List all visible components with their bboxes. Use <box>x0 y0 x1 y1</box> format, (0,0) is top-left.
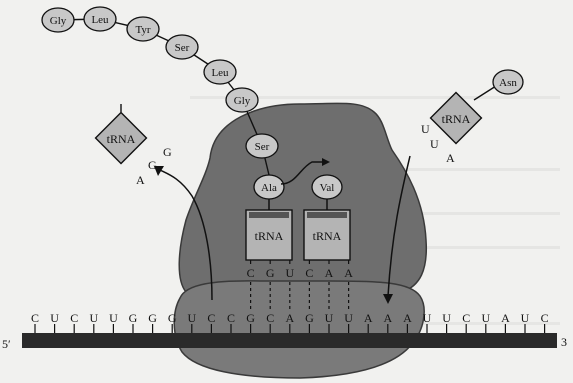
amino-acid-label: Gly <box>234 95 251 107</box>
mrna-base: U <box>442 311 451 325</box>
mrna-base: C <box>70 311 78 325</box>
incoming-amino-acid-label: Asn <box>499 77 517 89</box>
mrna-base: C <box>227 311 235 325</box>
anticodon-base: U <box>285 266 294 280</box>
a-site-amino-acid-label: Val <box>320 182 335 194</box>
mrna-3prime-label: 3 <box>561 335 567 349</box>
mrna-base: A <box>501 311 510 325</box>
anticodon-base: C <box>247 266 255 280</box>
mrna-base: U <box>344 311 353 325</box>
mrna-base: C <box>462 311 470 325</box>
incoming-trna-label: tRNA <box>442 112 471 126</box>
mrna-base: A <box>285 311 294 325</box>
a-site-trna-label: tRNA <box>313 229 342 243</box>
amino-acid-label: Ser <box>175 42 190 54</box>
mrna-base: U <box>481 311 490 325</box>
anticodon-base: G <box>266 266 275 280</box>
exiting-trna: tRNA G G A <box>96 104 172 187</box>
mrna-base: U <box>109 311 118 325</box>
mrna-base: A <box>364 311 373 325</box>
mrna-base: U <box>423 311 432 325</box>
mrna-base: C <box>266 311 274 325</box>
ribosome-large-subunit <box>179 103 426 292</box>
mrna-base: C <box>541 311 549 325</box>
anticodon-base: A <box>344 266 353 280</box>
mrna-base: U <box>50 311 59 325</box>
mrna-strand <box>22 333 557 348</box>
amino-acid-label: Ser <box>255 141 270 153</box>
exiting-anticodon-1: G <box>163 145 172 159</box>
mrna-base: U <box>187 311 196 325</box>
mrna-base: C <box>31 311 39 325</box>
mrna-base: G <box>148 311 157 325</box>
p-site-amino-acid-label: Ala <box>261 182 277 194</box>
mrna-base: U <box>521 311 530 325</box>
mrna-base: A <box>383 311 392 325</box>
incoming-anticodon-3: A <box>446 151 455 165</box>
mrna-5prime-label: 5′ <box>2 337 11 351</box>
anticodon-base: C <box>305 266 313 280</box>
mrna-base: G <box>129 311 138 325</box>
exiting-trna-label: tRNA <box>107 132 136 146</box>
mrna-base: G <box>168 311 177 325</box>
mrna-base: C <box>207 311 215 325</box>
mrna-base: U <box>325 311 334 325</box>
amino-acid-label: Gly <box>50 15 67 27</box>
amino-acid-label: Leu <box>211 67 229 79</box>
incoming-trna: tRNA Asn U U A <box>421 70 523 165</box>
p-site-trna-label: tRNA <box>255 229 284 243</box>
amino-acid-label: Leu <box>91 14 109 26</box>
mrna-base: G <box>305 311 314 325</box>
incoming-anticodon-2: U <box>430 137 439 151</box>
incoming-anticodon-1: U <box>421 122 430 136</box>
amino-acid-label: Tyr <box>135 24 150 36</box>
mrna-base: G <box>246 311 255 325</box>
exiting-anticodon-3: A <box>136 173 145 187</box>
anticodon-base: A <box>325 266 334 280</box>
mrna-base: U <box>89 311 98 325</box>
mrna-base: A <box>403 311 412 325</box>
